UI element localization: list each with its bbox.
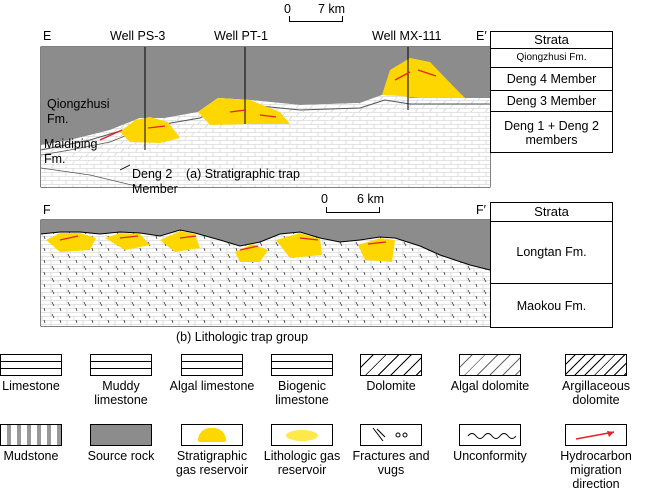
section-b-left-end: F (43, 203, 51, 217)
strata-row: Longtan Fm. (491, 222, 612, 284)
formation-label: Maidiping (44, 137, 98, 151)
stratigraphic-reservoir-icon (181, 424, 243, 446)
strata-row: Deng 1 + Deng 2 members (504, 118, 599, 147)
strata-row: Maokou Fm. (516, 299, 587, 314)
section-a-left-end: E (43, 29, 52, 43)
legend-item: Unconformity (445, 424, 535, 463)
strata-row: Qiongzhusi Fm. (491, 49, 612, 68)
strata-header: Strata (491, 203, 612, 222)
scale-zero-top: 0 (284, 2, 291, 16)
mudstone-icon (0, 424, 62, 446)
algal-limestone-icon (181, 354, 243, 376)
well-label: Well PS-3 (110, 29, 166, 43)
formation-label: Fm. (47, 112, 69, 126)
section-b-right-end: F′ (476, 203, 486, 217)
strata-row: Deng 4 Member (491, 68, 612, 91)
biogenic-limestone-icon (271, 354, 333, 376)
formation-label: Fm. (44, 152, 66, 166)
formation-label: Member (132, 182, 178, 196)
argillaceous-dolomite-icon (565, 354, 627, 376)
legend-item: Argillaceous dolomite (551, 354, 641, 407)
algal-dolomite-icon (459, 354, 521, 376)
scale-bar-bottom (326, 207, 380, 213)
legend-item: Source rock (76, 424, 166, 463)
strata-table-b: Strata Longtan Fm. Maokou Fm. (490, 202, 613, 328)
legend-item: Limestone (0, 354, 76, 393)
scale-zero-bottom: 0 (321, 192, 328, 206)
lithologic-reservoir-icon (271, 424, 333, 446)
strata-row: Deng 3 Member (491, 91, 612, 112)
legend-item: Lithologic gas reservoir (257, 424, 347, 477)
section-b-caption: (b) Lithologic trap group (176, 330, 309, 344)
well-label: Well PT-1 (214, 29, 268, 43)
section-b (40, 219, 491, 327)
section-a-right-end: E′ (476, 29, 487, 43)
unconformity-icon (459, 424, 521, 446)
legend-item: Stratigraphic gas reservoir (167, 424, 257, 477)
migration-arrow-icon (565, 424, 627, 446)
legend-item: Mudstone (0, 424, 76, 463)
legend-item: Biogenic limestone (257, 354, 347, 407)
scale-label-top: 7 km (318, 2, 346, 16)
legend-item: Dolomite (346, 354, 436, 393)
scale-label-bottom: 6 km (357, 192, 385, 206)
legend-item: Fractures and vugs (346, 424, 436, 477)
scale-bar-top (289, 16, 343, 22)
fractures-vugs-icon (360, 424, 422, 446)
formation-label: Deng 2 (132, 167, 173, 181)
source-rock-icon (90, 424, 152, 446)
legend-item: Algal limestone (167, 354, 257, 393)
muddy-limestone-icon (90, 354, 152, 376)
well-label: Well MX-111 (372, 29, 442, 43)
section-a (40, 46, 491, 188)
dolomite-icon (360, 354, 422, 376)
section-a-caption: (a) Stratigraphic trap (186, 167, 300, 181)
formation-label: Qiongzhusi (47, 97, 110, 111)
strata-header: Strata (491, 32, 612, 49)
limestone-icon (0, 354, 62, 376)
legend-item: Hydrocarbon migration direction (551, 424, 641, 491)
legend-item: Algal dolomite (445, 354, 535, 393)
strata-table-a: Strata Qiongzhusi Fm. Deng 4 Member Deng… (490, 31, 613, 153)
legend-item: Muddy limestone (76, 354, 166, 407)
